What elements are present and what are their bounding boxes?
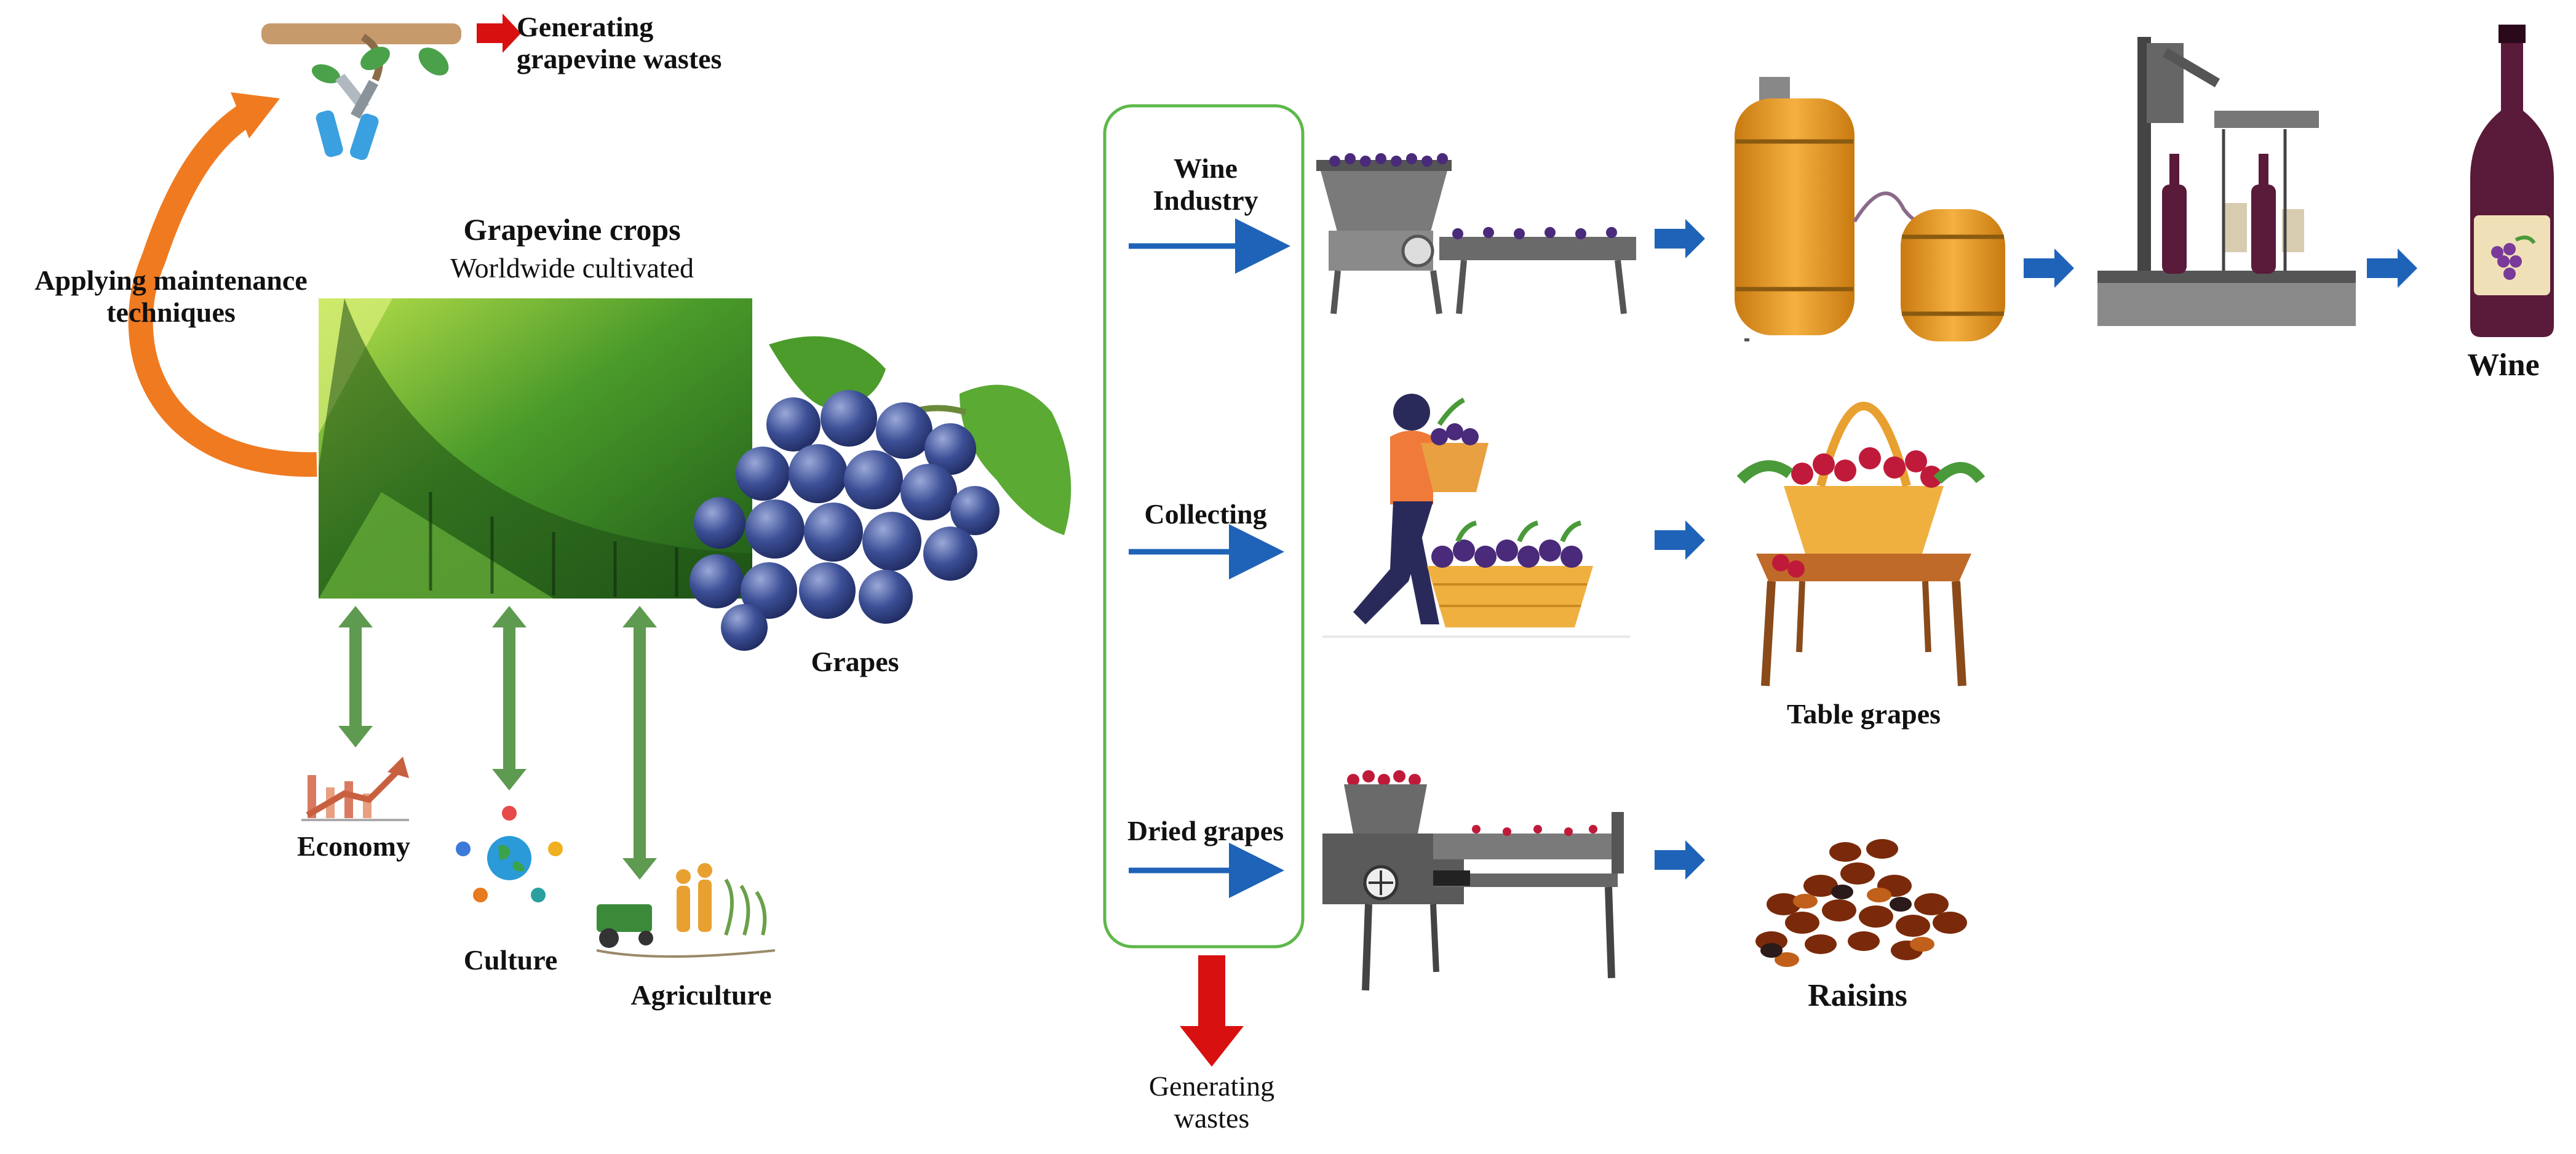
wine-industry-line2: Industry (1153, 184, 1258, 216)
flow-arrow-1 (1655, 219, 1705, 258)
generating-grapevine-wastes-label: Generating grapevine wastes (517, 11, 722, 74)
raisins-label: Raisins (1808, 978, 1907, 1013)
wine-barrels (1735, 77, 2005, 341)
pruning-shears-icon (261, 23, 461, 161)
agriculture-link-arrow (622, 606, 657, 880)
collecting-label: Collecting (1144, 498, 1267, 530)
bottling-machine (2097, 37, 2356, 326)
waste-down-arrow (1180, 955, 1244, 1067)
agriculture-icon (596, 863, 776, 958)
economy-link-arrow (338, 606, 373, 747)
generating-wastes-label: Generating wastes (1113, 1070, 1310, 1134)
dried-grapes-label: Dried grapes (1127, 815, 1284, 846)
flow-arrow-2 (2024, 249, 2074, 288)
flow-arrow-5 (1655, 840, 1705, 880)
branch-box (1103, 104, 1305, 949)
red-arrow-icon (477, 14, 521, 53)
culture-globe-icon (456, 806, 563, 902)
maintenance-cycle-arrow (128, 100, 317, 477)
wine-bottle-icon (2470, 25, 2554, 337)
wine-industry-line1: Wine (1174, 153, 1238, 184)
raisins-pile (1755, 839, 1967, 967)
table-grapes-basket (1736, 402, 1986, 686)
flow-arrow-3 (2367, 249, 2417, 288)
crops-subtitle: Worldwide cultivated (450, 252, 694, 284)
culture-label: Culture (463, 944, 558, 976)
wine-industry-label: Wine Industry (1107, 153, 1304, 216)
table-grapes-label: Table grapes (1786, 698, 1941, 730)
maintenance-line1: Applying maintenance (34, 265, 308, 296)
vineyard-photo (319, 298, 752, 599)
maintenance-techniques-label: Applying maintenance techniques (11, 265, 331, 328)
generating-grapevine-wastes-line2: grapevine wastes (517, 42, 722, 74)
economy-label: Economy (297, 830, 410, 862)
culture-link-arrow (492, 606, 527, 790)
grape-cluster-icon (690, 336, 1071, 651)
grape-picker-person (1353, 394, 1489, 624)
generating-wastes-line2: wastes (1174, 1102, 1250, 1134)
maintenance-line2: techniques (106, 296, 236, 328)
agriculture-label: Agriculture (630, 979, 772, 1011)
economy-chart-icon (301, 757, 409, 821)
crops-title: Grapevine crops (463, 212, 681, 247)
wine-label: Wine (2467, 348, 2540, 383)
grapes-label: Grapes (811, 646, 899, 677)
grape-basket-large (1322, 520, 1630, 638)
generating-grapevine-wastes-line1: Generating (517, 11, 654, 42)
flow-arrow-4 (1655, 520, 1705, 560)
drying-machine (1322, 770, 1624, 991)
grape-crusher-machine (1316, 153, 1636, 314)
generating-wastes-line1: Generating (1148, 1070, 1275, 1102)
